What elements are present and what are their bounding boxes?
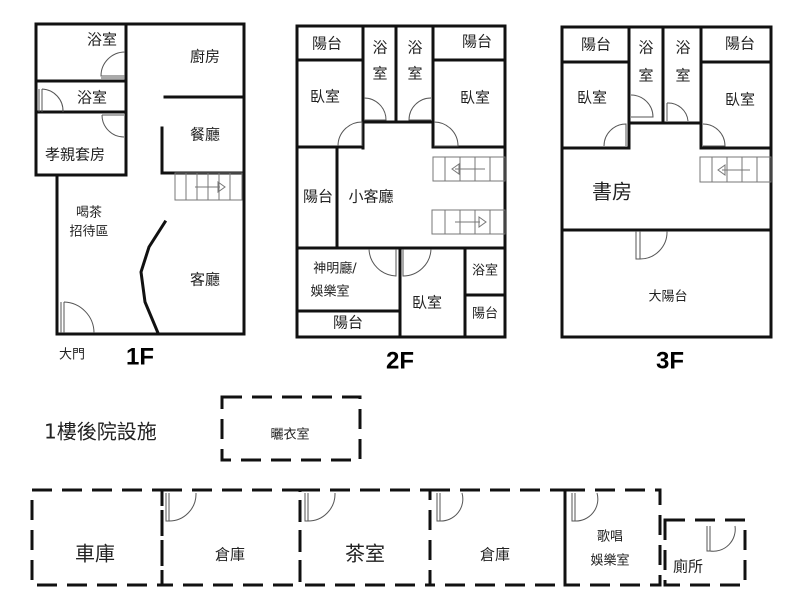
backyard-walls: [30, 395, 747, 587]
backyard-room-label: 車庫: [75, 542, 115, 566]
floor2-room-label: 臥室: [412, 294, 442, 312]
floor-3-title: 3F: [656, 347, 684, 374]
floor2-room-label: 室: [407, 65, 422, 83]
floor2-room-label: 小客廳: [348, 188, 393, 206]
floor3-room-label: 書房: [592, 180, 632, 204]
floor1-room-label: 招待區: [69, 225, 108, 240]
floor3-room-label: 室: [638, 67, 653, 85]
floor2-room-label: 陽台: [472, 307, 498, 322]
floor-3-doors: [603, 94, 726, 260]
floor-2-title: 2F: [386, 347, 414, 374]
floor3-room-label: 陽台: [581, 36, 611, 54]
backyard-room-label: 倉庫: [480, 546, 510, 564]
backyard-title: 1樓後院設施: [44, 420, 157, 444]
floor-1-stairs: [174, 172, 243, 201]
floor2-room-label: 室: [372, 65, 387, 83]
floor1-room-label: 廚房: [190, 48, 220, 66]
floor2-room-label: 陽台: [462, 33, 492, 51]
backyard-room-label: 茶室: [345, 542, 385, 566]
floor2-room-label: 神明廳/: [313, 261, 357, 277]
floor3-room-label: 大陽台: [648, 290, 687, 305]
backyard-room-label: 娛樂室: [590, 553, 629, 569]
floor1-room-label: 浴室: [77, 89, 107, 107]
floor2-room-label: 浴: [407, 39, 422, 57]
floor2-room-label: 陽台: [333, 314, 363, 332]
floor2-room-label: 陽台: [312, 35, 342, 53]
floor-1-doors: [38, 51, 126, 334]
floor-2-stairs: [431, 156, 506, 235]
floor2-room-label: 浴: [372, 39, 387, 57]
backyard-doors: [165, 492, 736, 552]
floor3-room-label: 臥室: [725, 91, 755, 109]
floor1-room-label: 餐廳: [190, 126, 220, 144]
backyard-room-label: 歌唱: [597, 530, 623, 545]
floor-2-doors: [337, 97, 459, 277]
room-labels: 浴室廚房浴室餐廳孝親套房喝茶招待區客廳大門陽台浴室浴室陽台臥室臥室陽台小客廳神明…: [45, 31, 755, 576]
floor3-room-label: 浴: [675, 39, 690, 57]
backyard-room-label: 廁所: [673, 558, 703, 576]
floor2-room-label: 娛樂室: [310, 284, 349, 300]
floor3-room-label: 浴: [638, 39, 653, 57]
floor3-room-label: 陽台: [725, 35, 755, 53]
floor3-room-label: 室: [675, 67, 690, 85]
floor3-room-label: 臥室: [577, 89, 607, 107]
floor1-room-label: 浴室: [87, 31, 117, 49]
backyard-room-label: 曬衣室: [270, 427, 309, 443]
floor1-room-label: 喝茶: [76, 205, 102, 221]
floor2-room-label: 臥室: [310, 88, 340, 106]
floor1-room-label: 孝親套房: [45, 146, 105, 164]
floor2-room-label: 浴室: [472, 263, 498, 279]
backyard-room-label: 倉庫: [215, 546, 245, 564]
floor1-room-label: 大門: [59, 348, 85, 363]
floor2-room-label: 臥室: [460, 89, 490, 107]
floor2-room-label: 陽台: [303, 188, 333, 206]
floor-1-title: 1F: [126, 343, 154, 370]
floor-3-stairs: [699, 156, 772, 183]
floor1-room-label: 客廳: [190, 271, 220, 289]
